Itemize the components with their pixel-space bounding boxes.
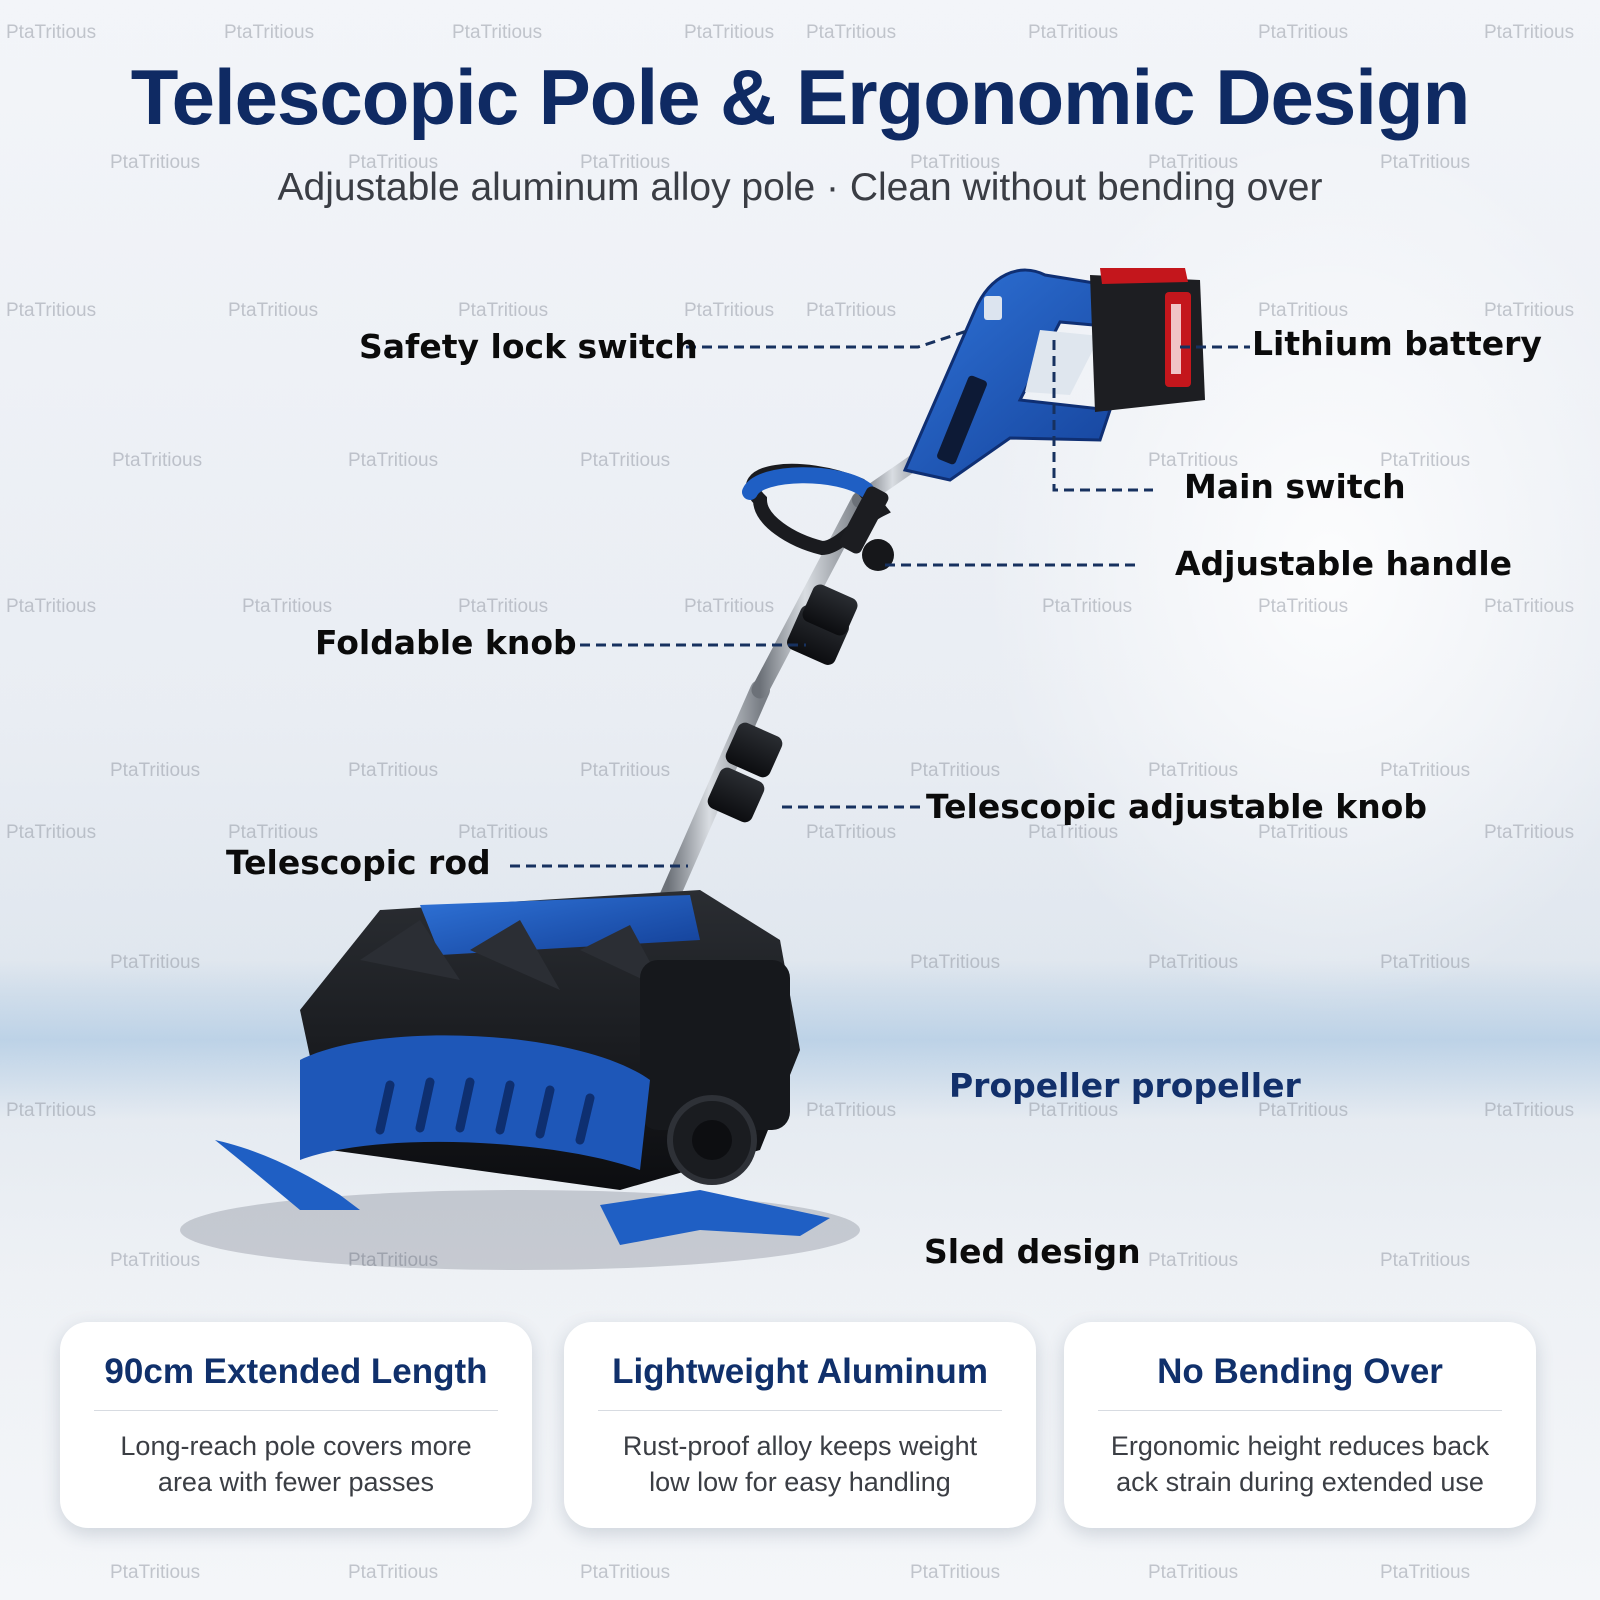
label-safety-lock-switch: Safety lock switch [359, 327, 698, 366]
propeller [300, 1035, 757, 1185]
main-handle [902, 268, 1152, 482]
feature-card-description: Rust-proof alloy keeps weight low low fo… [584, 1428, 1016, 1500]
feature-card-description: Long-reach pole covers more area with fe… [80, 1428, 512, 1500]
label-propeller: Propeller propeller [949, 1066, 1301, 1105]
sled-design [215, 1140, 830, 1245]
feature-card-line: Rust-proof alloy keeps weight [622, 1431, 978, 1461]
lithium-battery [1090, 268, 1205, 412]
feature-card-line: Long-reach pole covers more [120, 1431, 472, 1461]
feature-card-title: Lightweight Aluminum [612, 1352, 988, 1391]
feature-card-line: Ergonomic height reduces back [1110, 1431, 1490, 1461]
label-foldable-knob: Foldable knob [315, 623, 577, 662]
feature-card-line: area with fewer passes [157, 1467, 435, 1497]
label-main-switch: Main switch [1184, 467, 1406, 506]
label-adjustable-handle: Adjustable handle [1175, 544, 1513, 583]
label-telescopic-rod: Telescopic rod [226, 843, 491, 882]
leader-safety-lock-switch [686, 328, 971, 349]
feature-card-line: low low for easy handling [649, 1467, 951, 1497]
feature-card-line: ack strain during extended use [1116, 1467, 1484, 1497]
feature-card-divider [598, 1410, 1002, 1411]
feature-card-extended-length: 90cm Extended Length Long-reach pole cov… [60, 1322, 532, 1528]
feature-card-title: No Bending Over [1157, 1352, 1443, 1391]
feature-card-no-bending-over: No Bending Over Ergonomic height reduces… [1064, 1322, 1536, 1528]
label-sled-design: Sled design [924, 1232, 1141, 1271]
telescopic-adjustable-knob [707, 584, 858, 823]
feature-card-lightweight-aluminum: Lightweight Aluminum Rust-proof alloy ke… [564, 1322, 1036, 1528]
feature-card-divider [1098, 1410, 1502, 1411]
safety-lock-switch-icon [984, 296, 1002, 320]
feature-card-divider [94, 1410, 498, 1411]
label-lithium-battery: Lithium battery [1252, 324, 1542, 363]
leader-main-switch [1052, 340, 1153, 492]
feature-card-title: 90cm Extended Length [104, 1352, 488, 1391]
page-subtitle: Adjustable aluminum alloy pole · Clean w… [277, 166, 1323, 209]
adjustable-handle [742, 463, 894, 571]
background-cloud [980, 120, 1600, 1020]
label-telescopic-adjustable-knob: Telescopic adjustable knob [926, 787, 1427, 826]
page-title: Telescopic Pole & Ergonomic Design [130, 53, 1471, 141]
feature-card-description: Ergonomic height reduces back ack strain… [1084, 1428, 1516, 1500]
